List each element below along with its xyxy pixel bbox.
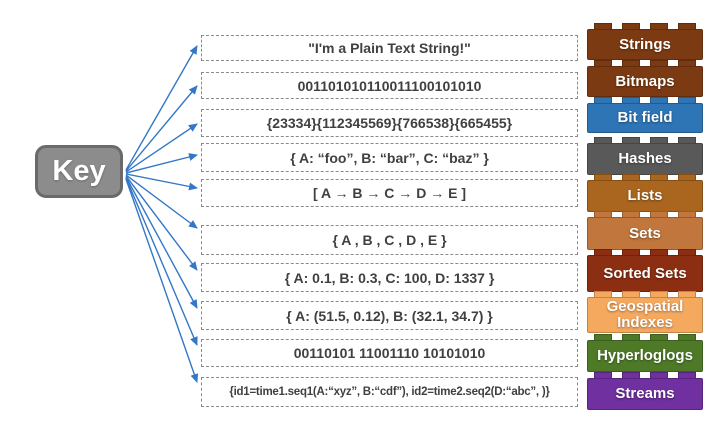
brick-label-streams: Streams bbox=[587, 378, 703, 410]
brick-studs bbox=[587, 372, 703, 378]
example-box-strings: "I'm a Plain Text String!" bbox=[201, 35, 578, 61]
example-value: {id1=time1.seq1(A:“xyz”, B:“cdf”), id2=t… bbox=[229, 386, 550, 398]
brick-studs bbox=[587, 137, 703, 143]
arrow-hashes bbox=[125, 153, 198, 174]
example-box-lists: [ A → B → C → D → E ] bbox=[201, 179, 578, 207]
example-value: 001101010110011100101010 bbox=[297, 77, 482, 94]
example-value: [ A → B → C → D → E ] bbox=[313, 185, 466, 201]
example-box-sortedsets: { A: 0.1, B: 0.3, C: 100, D: 1337 } bbox=[201, 263, 578, 292]
brick-sets: Sets bbox=[587, 211, 703, 250]
example-value: { A , B , C , D , E } bbox=[332, 232, 447, 248]
example-box-hyperloglogs: 00110101 11001110 10101010 bbox=[201, 339, 578, 367]
arrow-geospatial bbox=[125, 176, 198, 309]
brick-studs bbox=[587, 249, 703, 255]
arrow-bitmaps bbox=[125, 85, 198, 172]
brick-label-sets: Sets bbox=[587, 217, 703, 250]
brick-label-bitfield: Bit field bbox=[587, 103, 703, 133]
arrow-hyperloglogs bbox=[125, 177, 198, 346]
brick-studs bbox=[587, 60, 703, 66]
brick-label-lists: Lists bbox=[587, 180, 703, 212]
brick-studs bbox=[587, 23, 703, 29]
brick-studs bbox=[587, 291, 703, 297]
brick-hyperloglogs: Hyperloglogs bbox=[587, 334, 703, 372]
brick-label-strings: Strings bbox=[587, 29, 703, 60]
brick-sortedsets: Sorted Sets bbox=[587, 249, 703, 292]
arrow-sortedsets bbox=[125, 175, 198, 271]
brick-studs bbox=[587, 174, 703, 180]
brick-label-sortedsets: Sorted Sets bbox=[587, 255, 703, 292]
brick-studs bbox=[587, 334, 703, 340]
brick-studs bbox=[587, 211, 703, 217]
arrow-sets bbox=[125, 174, 198, 229]
arrow-strings bbox=[125, 45, 198, 171]
example-box-bitmaps: 001101010110011100101010 bbox=[201, 72, 578, 99]
brick-lists: Lists bbox=[587, 174, 703, 212]
example-value: { A: (51.5, 0.12), B: (32.1, 34.7) } bbox=[286, 307, 493, 324]
brick-strings: Strings bbox=[587, 23, 703, 60]
brick-studs bbox=[587, 97, 703, 103]
example-box-sets: { A , B , C , D , E } bbox=[201, 225, 578, 255]
brick-label-bitmaps: Bitmaps bbox=[587, 66, 703, 97]
arrow-streams bbox=[125, 178, 199, 383]
arrow-lists bbox=[125, 173, 198, 191]
key-node: Key bbox=[35, 145, 123, 198]
brick-label-hyperloglogs: Hyperloglogs bbox=[587, 340, 703, 372]
brick-hashes: Hashes bbox=[587, 137, 703, 175]
arrow-bitfield bbox=[125, 123, 198, 173]
example-value: { A: 0.1, B: 0.3, C: 100, D: 1337 } bbox=[284, 269, 495, 286]
brick-label-geospatial: Geospatial Indexes bbox=[587, 297, 703, 333]
example-value: {23334}{112345569}{766538}{665455} bbox=[266, 115, 513, 131]
brick-bitmaps: Bitmaps bbox=[587, 60, 703, 97]
example-value: { A: “foo”, B: “bar”, C: “baz” } bbox=[290, 149, 489, 166]
example-box-geospatial: { A: (51.5, 0.12), B: (32.1, 34.7) } bbox=[201, 301, 578, 330]
example-value: "I'm a Plain Text String!" bbox=[308, 40, 471, 56]
example-box-streams: {id1=time1.seq1(A:“xyz”, B:“cdf”), id2=t… bbox=[201, 377, 578, 407]
brick-geospatial: Geospatial Indexes bbox=[587, 291, 703, 333]
brick-label-hashes: Hashes bbox=[587, 143, 703, 175]
example-box-hashes: { A: “foo”, B: “bar”, C: “baz” } bbox=[201, 143, 578, 172]
example-box-bitfield: {23334}{112345569}{766538}{665455} bbox=[201, 109, 578, 137]
example-value: 00110101 11001110 10101010 bbox=[293, 345, 486, 361]
brick-bitfield: Bit field bbox=[587, 97, 703, 133]
brick-streams: Streams bbox=[587, 372, 703, 410]
